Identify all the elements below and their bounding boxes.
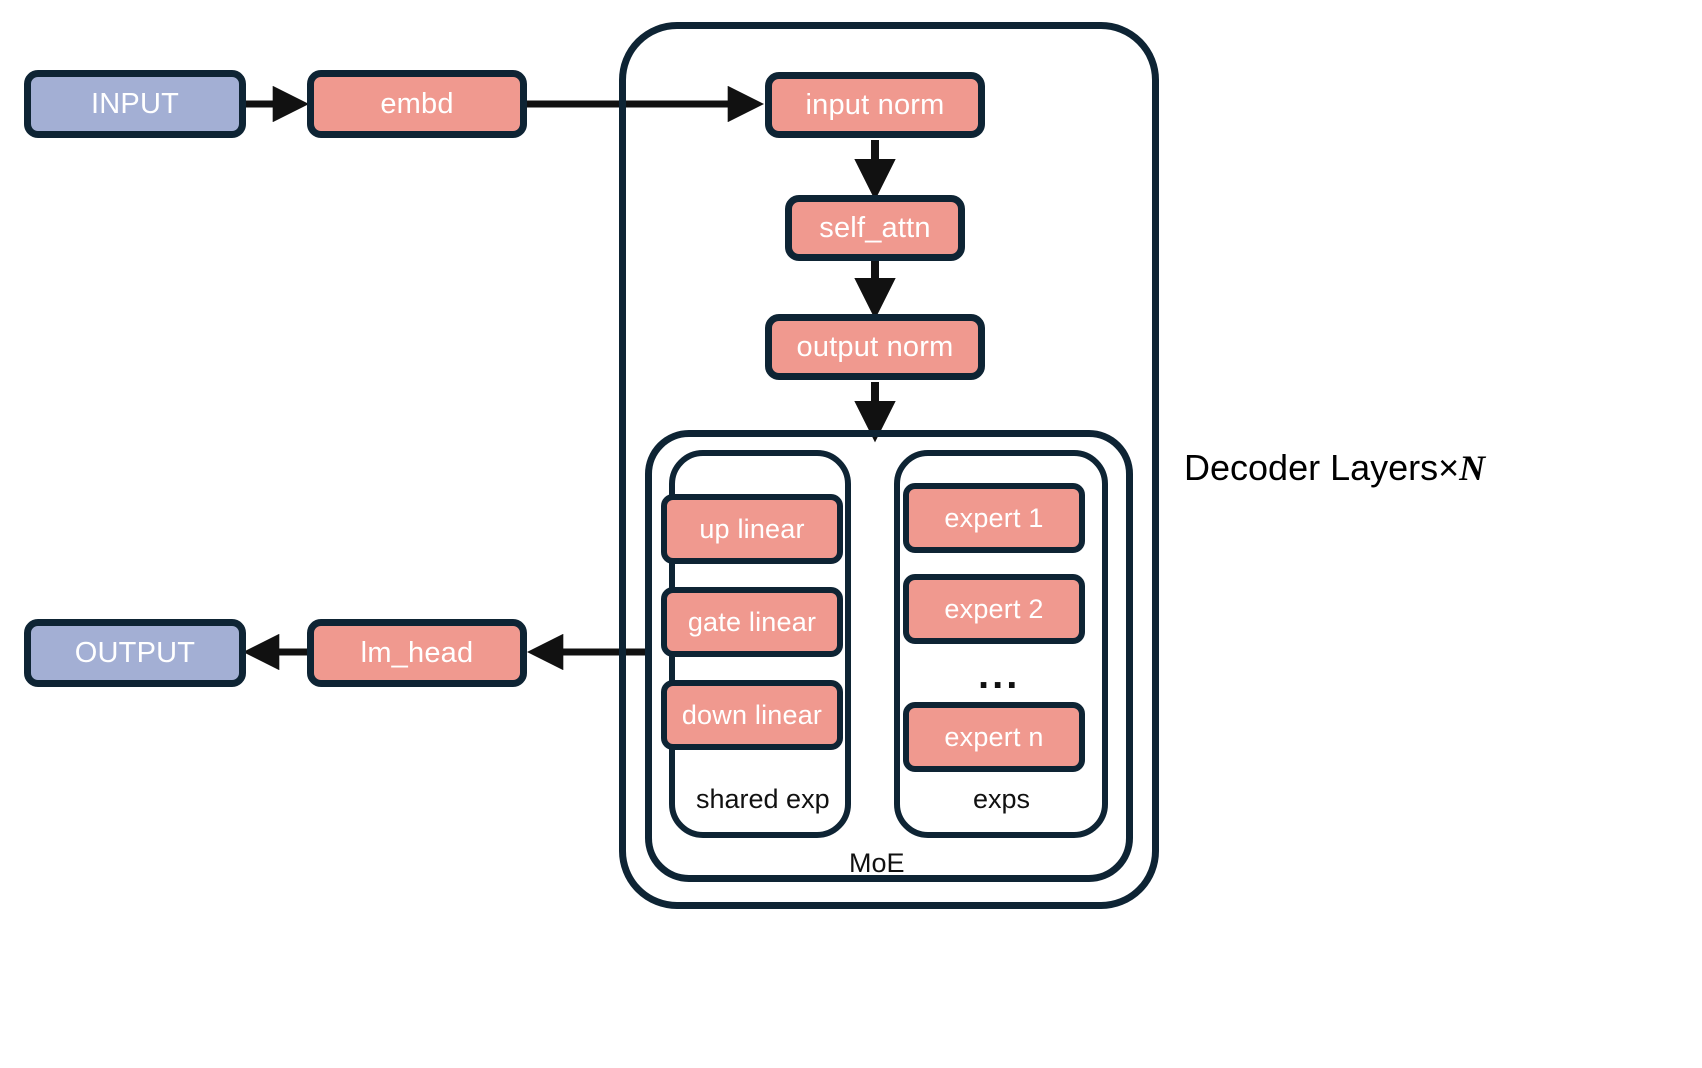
moe-label: MoE [849,848,905,878]
decoder-layers-label: Decoder Layers×N [1184,447,1486,488]
node-lm-head[interactable]: lm_head [307,619,527,687]
decoder-layers-count: N [1459,448,1486,488]
moe-frame [645,430,1133,882]
decoder-layers-frame [619,22,1159,909]
exps-label: exps [973,784,1031,814]
node-output[interactable]: OUTPUT [24,619,246,687]
experts-frame [894,450,1108,838]
node-up-linear[interactable]: up linear [661,494,843,564]
node-gate-linear[interactable]: gate linear [661,587,843,657]
node-output-norm[interactable]: output norm [765,314,985,380]
shared-exp-label: shared exp [696,784,830,814]
node-expert-1[interactable]: expert 1 [903,483,1085,553]
node-embd[interactable]: embd [307,70,527,138]
node-self-attn[interactable]: self_attn [785,195,965,261]
node-down-linear[interactable]: down linear [661,680,843,750]
node-expert-2[interactable]: expert 2 [903,574,1085,644]
node-input-norm[interactable]: input norm [765,72,985,138]
node-expert-n[interactable]: expert n [903,702,1085,772]
decoder-layers-prefix: Decoder Layers× [1184,447,1460,488]
expert-ellipsis: ... [978,653,1021,697]
node-input[interactable]: INPUT [24,70,246,138]
